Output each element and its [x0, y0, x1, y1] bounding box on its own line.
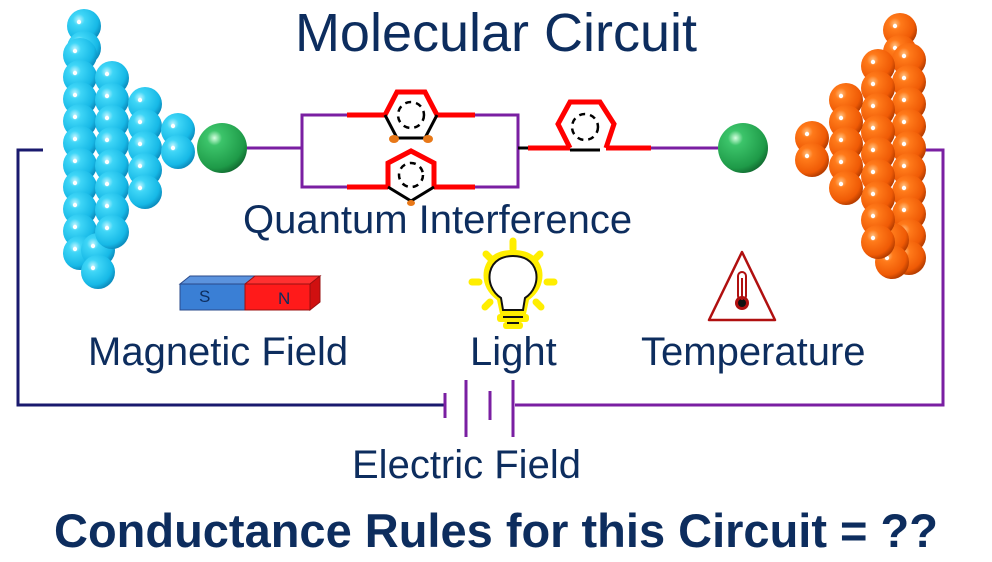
atom-highlight [901, 163, 907, 169]
atom-highlight [72, 202, 78, 208]
light-label: Light [470, 330, 557, 374]
atom-highlight [90, 265, 96, 271]
atom-highlight [72, 246, 78, 252]
magnet-north-label: N [278, 289, 291, 308]
electric-field-label: Electric Field [352, 443, 581, 487]
substituent-dot [423, 135, 433, 143]
atom-highlight [137, 97, 143, 103]
atom-highlight [901, 207, 907, 213]
atom-highlight [838, 159, 844, 165]
atom-highlight [104, 93, 110, 99]
lightbulb-icon [468, 237, 558, 329]
atom-highlight [901, 141, 907, 147]
atom-highlight [901, 75, 907, 81]
atom-highlight [838, 115, 844, 121]
atom-highlight [170, 145, 176, 151]
atom-highlight [901, 185, 907, 191]
atom-highlight [104, 115, 110, 121]
atom-highlight [72, 70, 78, 76]
atom-highlight [72, 92, 78, 98]
atom-highlight [72, 180, 78, 186]
atom-highlight [137, 185, 143, 191]
atom-highlight [104, 71, 110, 77]
atom [128, 175, 162, 209]
atom-highlight [838, 93, 844, 99]
left-outer-wire [16, 148, 445, 407]
temperature-label: Temperature [641, 330, 866, 374]
atom-highlight [870, 213, 876, 219]
left-anchor-atom [197, 123, 247, 173]
atom-highlight [137, 141, 143, 147]
atom-highlight [137, 119, 143, 125]
thermometer-warning-icon [707, 250, 777, 322]
atom-highlight [901, 119, 907, 125]
atom-highlight [870, 147, 876, 153]
atom-highlight [72, 48, 78, 54]
atom-highlight [870, 125, 876, 131]
atom-highlight [72, 114, 78, 120]
parallel-branch [300, 113, 347, 189]
atom-highlight [72, 158, 78, 164]
right-anchor-atom [718, 123, 768, 173]
atom-highlight [804, 131, 810, 137]
atom-highlight [870, 103, 876, 109]
atom-highlight [76, 19, 82, 25]
conductance-rules-question: Conductance Rules for this Circuit = ?? [54, 504, 938, 557]
magnet-icon [178, 274, 322, 312]
atom-highlight [870, 235, 876, 241]
atom-highlight [901, 97, 907, 103]
battery-icon [443, 380, 515, 437]
quantum-interference-label: Quantum Interference [243, 198, 633, 242]
right-electrode [795, 13, 926, 279]
atom [829, 171, 863, 205]
atom-highlight [870, 81, 876, 87]
substituent-dot [389, 135, 399, 143]
magnetic-field-label: Magnetic Field [88, 330, 349, 374]
atom-highlight [870, 191, 876, 197]
magnet-south-label: S [199, 287, 211, 306]
atom-highlight [870, 59, 876, 65]
atom-highlight [804, 153, 810, 159]
atom-highlight [901, 53, 907, 59]
molecule-series-ortho [518, 99, 651, 152]
atom-highlight [838, 137, 844, 143]
atom-highlight [72, 136, 78, 142]
atom-highlight [870, 169, 876, 175]
atom-highlight [137, 163, 143, 169]
atom [81, 255, 115, 289]
circuit-wires [16, 113, 945, 407]
atom-highlight [104, 181, 110, 187]
atom-highlight [90, 243, 96, 249]
atom-highlight [104, 225, 110, 231]
atom [95, 215, 129, 249]
right-outer-wire [515, 148, 945, 407]
atom [861, 225, 895, 259]
atom-highlight [170, 123, 176, 129]
atom-highlight [104, 159, 110, 165]
molecule-top-meta [347, 89, 475, 143]
diagram-title: Molecular Circuit [294, 3, 698, 63]
atom [795, 143, 829, 177]
atom-highlight [838, 181, 844, 187]
atom-highlight [72, 224, 78, 230]
parallel-branch-right [475, 113, 520, 189]
left-electrode [63, 9, 195, 289]
atom-highlight [104, 203, 110, 209]
atom-highlight [104, 137, 110, 143]
atom [161, 135, 195, 169]
substituent-dot [407, 200, 415, 206]
molecule-bottom-para [347, 148, 475, 206]
atom-highlight [892, 23, 898, 29]
